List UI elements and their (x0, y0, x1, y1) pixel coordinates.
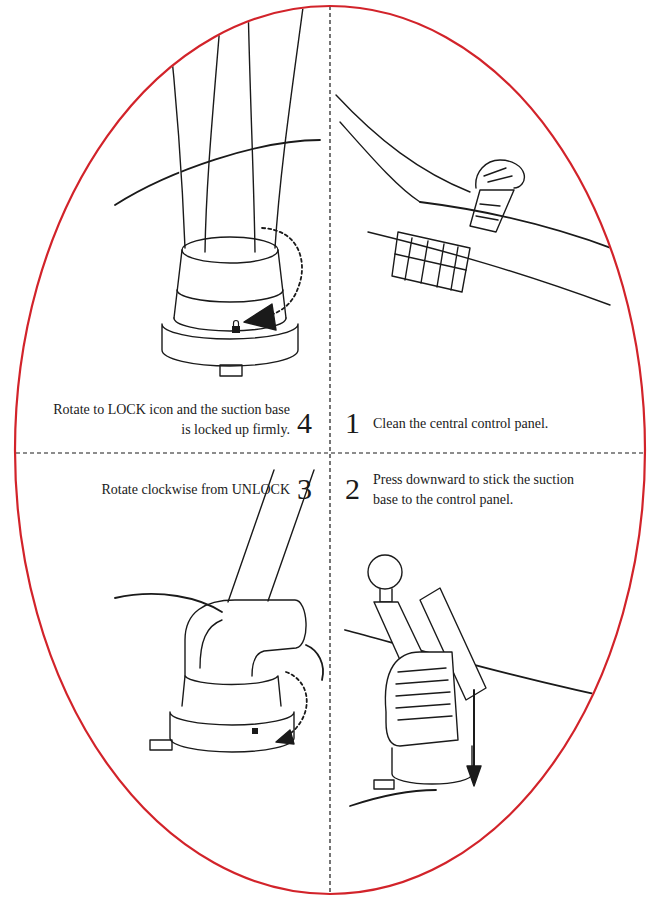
ball-joint (368, 555, 402, 589)
divider (329, 6, 330, 894)
lock-icon (232, 326, 240, 333)
hand (476, 160, 525, 188)
release-tab (220, 365, 242, 376)
mount-head (385, 652, 458, 746)
step4-mount (115, 0, 320, 376)
fingers (484, 168, 512, 182)
arm-line (166, 0, 185, 248)
rotate-arrow (262, 228, 302, 316)
divider (16, 452, 644, 453)
step2-mount (345, 555, 660, 806)
mount-groove (200, 620, 222, 668)
step-number: 1 (345, 408, 373, 438)
suction-base (162, 324, 298, 366)
air-vent (392, 232, 470, 292)
dashboard-edge (115, 140, 320, 205)
release-tab (150, 740, 172, 750)
step-number: 2 (345, 474, 373, 504)
arm-line (275, 0, 304, 248)
dashboard-edge (115, 594, 222, 612)
grip-ribs (396, 668, 452, 720)
arm-line (248, 0, 255, 252)
step-text: Press downward to stick the suction base… (373, 470, 588, 511)
press-arrow (473, 690, 475, 770)
step-number: 4 (297, 408, 325, 438)
cloth-fold (476, 204, 500, 220)
release-tab (374, 780, 394, 789)
cloth (470, 190, 514, 232)
arrowhead (467, 766, 481, 786)
step-text: Clean the central control panel. (373, 414, 603, 434)
dashboard-edge (350, 790, 436, 806)
mount-head (182, 237, 278, 263)
mount-body (182, 676, 281, 706)
suction-base (170, 712, 294, 752)
rotate-arrow (284, 672, 307, 738)
lock-icon (252, 728, 258, 734)
step-text: Rotate clockwise from UNLOCK (50, 480, 290, 500)
frame-oval (15, 6, 645, 894)
mount-head (185, 600, 306, 676)
arrowhead (244, 304, 276, 330)
ball-neck (380, 589, 392, 602)
step3-mount (115, 470, 323, 752)
step-number: 3 (297, 474, 325, 504)
dashboard-edge (368, 232, 610, 305)
step-text: Rotate to LOCK icon and the suction base… (50, 400, 290, 441)
mount-seam (177, 290, 283, 302)
pillar-line (336, 95, 470, 192)
suction-base (392, 746, 472, 784)
arrowhead (276, 730, 294, 744)
step1-dashboard (336, 95, 660, 305)
pillar-line (340, 122, 420, 202)
vent-slats (395, 238, 466, 290)
dashboard-edge (306, 645, 323, 680)
lock-icon (234, 321, 239, 327)
